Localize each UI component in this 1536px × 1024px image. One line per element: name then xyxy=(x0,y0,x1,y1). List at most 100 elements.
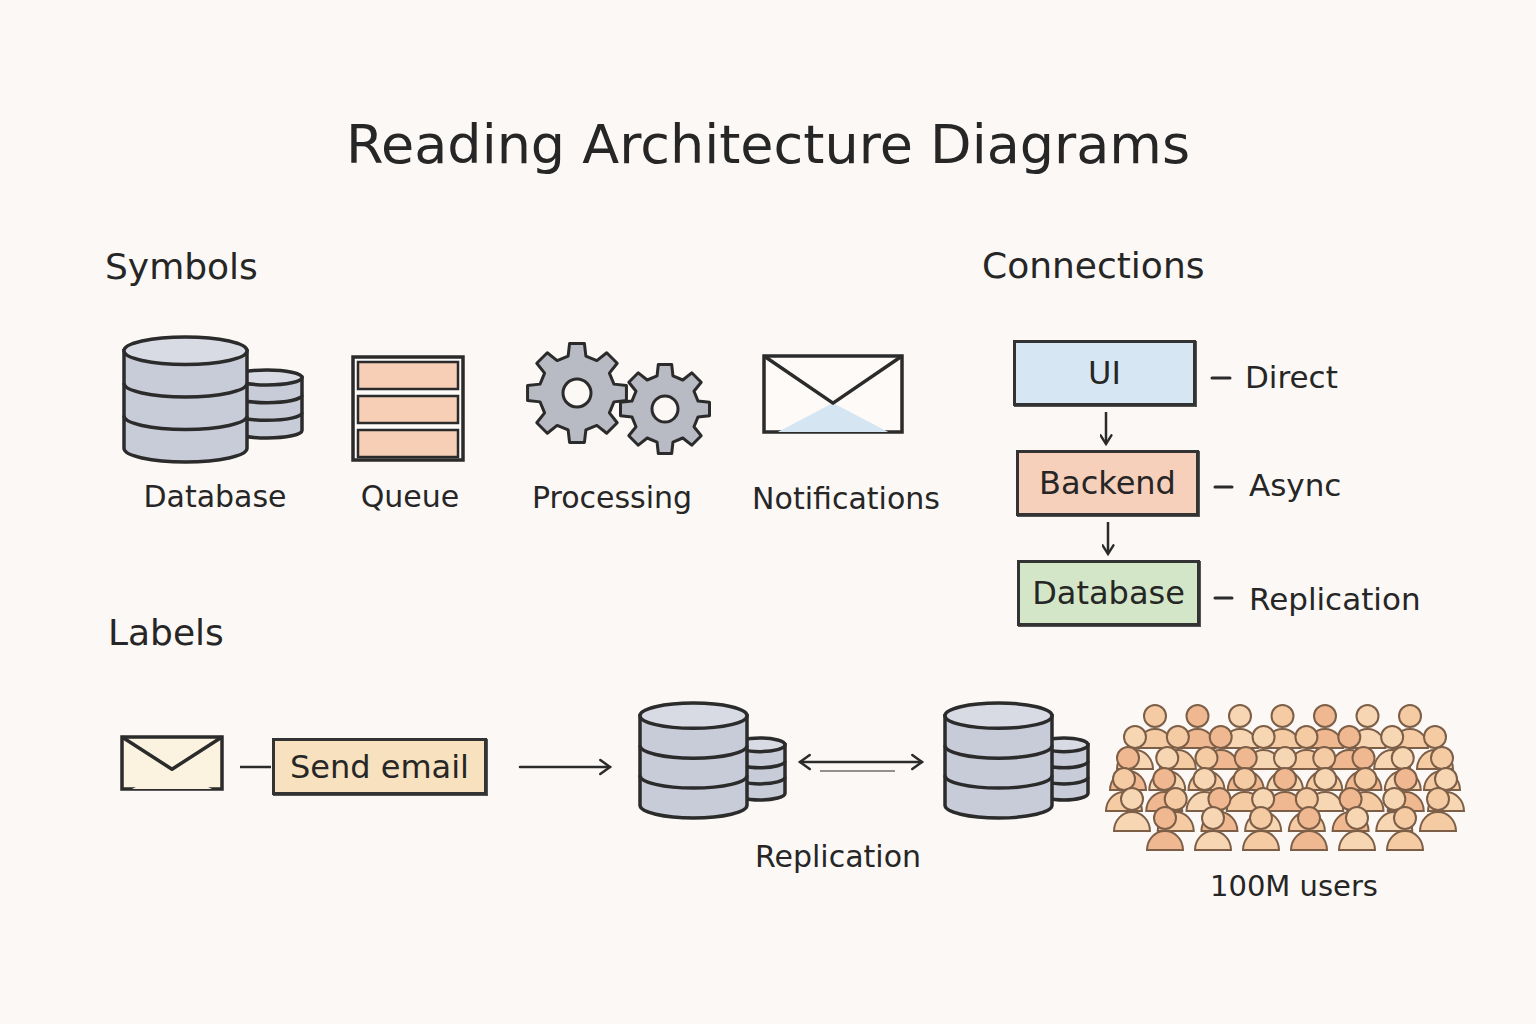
person-icon xyxy=(1289,788,1325,831)
person-head xyxy=(1314,768,1336,790)
person-icon xyxy=(1243,807,1279,850)
person-body xyxy=(1114,812,1150,831)
person-body xyxy=(1195,831,1231,850)
person-head xyxy=(1194,768,1216,790)
person-icon xyxy=(1346,747,1382,790)
leader-dash xyxy=(1212,377,1230,380)
person-head xyxy=(1154,807,1176,829)
person-body xyxy=(1147,831,1183,850)
person-head xyxy=(1156,747,1178,769)
person-icon xyxy=(1189,747,1225,790)
arrow-shaft xyxy=(800,761,922,764)
person-head xyxy=(1355,768,1377,790)
person-body xyxy=(1291,831,1327,850)
cylinder-shape xyxy=(124,337,247,462)
box-label: Backend xyxy=(1039,467,1176,499)
gear-outline xyxy=(621,365,710,454)
person-icon xyxy=(1306,747,1342,790)
person-head xyxy=(1424,726,1446,748)
double-arrow xyxy=(800,755,922,769)
person-head xyxy=(1346,807,1368,829)
person-head xyxy=(1202,807,1224,829)
box-label: Send email xyxy=(290,751,469,783)
queue-slot xyxy=(358,362,458,389)
symbol-caption: Database xyxy=(143,482,286,512)
person-head xyxy=(1229,705,1251,727)
person-head xyxy=(1274,768,1296,790)
person-body xyxy=(1420,812,1456,831)
cylinder-band xyxy=(124,383,247,397)
action-label-box: Send email xyxy=(272,738,487,795)
cylinder-top xyxy=(640,703,747,728)
person-head xyxy=(1113,768,1135,790)
cylinder-band xyxy=(640,775,747,788)
person-head xyxy=(1357,705,1379,727)
gear-hole xyxy=(563,379,591,407)
person-head xyxy=(1117,747,1139,769)
person-icon xyxy=(1339,807,1375,850)
cylinder-band xyxy=(945,746,1052,759)
gear-outline xyxy=(528,344,627,443)
database-symbol xyxy=(124,337,302,462)
person-icon xyxy=(1428,768,1464,811)
envelope-fold xyxy=(132,769,212,789)
person-head xyxy=(1313,747,1335,769)
person-icon xyxy=(1424,747,1460,790)
cylinder-body xyxy=(124,351,247,462)
person-head xyxy=(1314,705,1336,727)
arrow-shaft-echo xyxy=(820,770,895,771)
person-head xyxy=(1353,747,1375,769)
person-head xyxy=(1234,768,1256,790)
person-head xyxy=(1427,788,1449,810)
person-icon xyxy=(1149,747,1185,790)
person-icon xyxy=(1147,807,1183,850)
person-head xyxy=(1272,705,1294,727)
person-head xyxy=(1210,726,1232,748)
section-heading: Connections xyxy=(982,248,1204,284)
cylinder-body xyxy=(640,716,747,818)
database-symbol xyxy=(640,703,785,818)
person-head xyxy=(1253,726,1275,748)
leader-line xyxy=(240,766,271,769)
box-label: UI xyxy=(1088,357,1121,389)
connection-type: Direct xyxy=(1245,362,1338,393)
envelope-symbol xyxy=(764,356,902,432)
queue-slot xyxy=(358,430,458,457)
person-head xyxy=(1167,726,1189,748)
cylinder-shape xyxy=(945,703,1052,818)
arrow-shaft xyxy=(520,766,610,769)
queue-slot xyxy=(358,396,458,423)
gear-symbol xyxy=(528,344,627,443)
arrow-head xyxy=(800,755,810,769)
cylinder-top xyxy=(124,337,247,365)
section-heading: Symbols xyxy=(105,249,258,285)
person-icon xyxy=(1385,747,1421,790)
person-head xyxy=(1338,726,1360,748)
arrow-head xyxy=(600,760,610,774)
database-symbol xyxy=(945,703,1088,818)
gear-symbol xyxy=(621,365,710,454)
person-head xyxy=(1153,768,1175,790)
database-box: Database xyxy=(1017,560,1200,626)
person-icon xyxy=(1228,747,1264,790)
queue-symbol xyxy=(353,357,463,460)
envelope-fold xyxy=(778,403,888,432)
cylinder-top xyxy=(945,703,1052,728)
envelope-body xyxy=(764,356,902,432)
person-icon xyxy=(1333,788,1369,831)
person-head xyxy=(1235,747,1257,769)
person-icon xyxy=(1201,788,1237,831)
person-icon xyxy=(1117,726,1153,769)
flow-connector xyxy=(1105,412,1108,444)
person-head xyxy=(1381,726,1403,748)
person-head xyxy=(1395,768,1417,790)
person-icon xyxy=(1106,768,1142,811)
cylinder-band xyxy=(945,775,1052,788)
envelope-flap xyxy=(122,737,222,769)
queue-frame xyxy=(353,357,463,460)
person-head xyxy=(1274,747,1296,769)
envelope-body xyxy=(122,737,222,789)
flow-connector xyxy=(1107,522,1110,554)
